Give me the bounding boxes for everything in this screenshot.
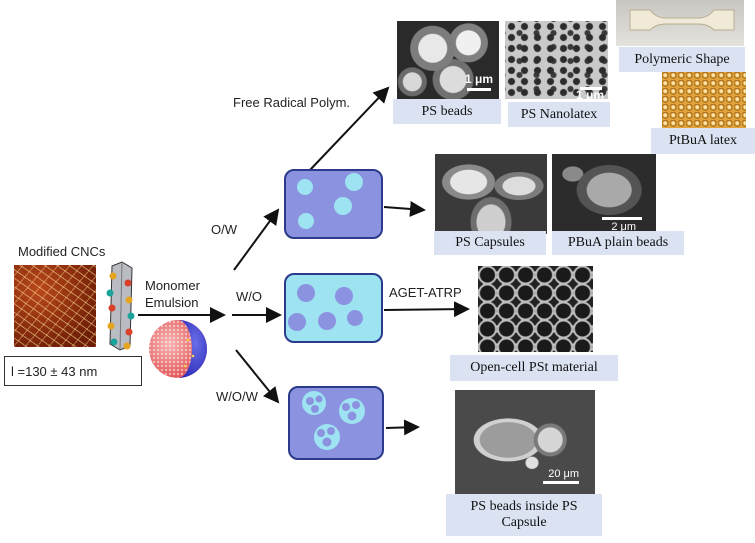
arrow-ow-result <box>383 200 426 217</box>
arrow-wow-result <box>385 419 420 436</box>
ps-nanolatex-caption: PS Nanolatex <box>508 102 610 127</box>
ow-label: O/W <box>211 222 237 237</box>
arrow-to-ow <box>233 208 280 271</box>
emulsion-droplet-illustration <box>149 320 207 378</box>
wo-label: W/O <box>236 289 262 304</box>
arrow-wo-result <box>383 301 470 318</box>
ps-capsules-caption: PS Capsules <box>434 231 546 255</box>
ptbua-latex-image <box>662 72 746 128</box>
length-label: l =130 ± 43 nm <box>11 363 98 379</box>
polymeric-shape-caption: Polymeric Shape <box>619 47 745 72</box>
ps-nanolatex-image: 1 μm <box>505 21 608 99</box>
modified-cncs-label: Modified CNCs <box>18 244 106 259</box>
monomer-label: Monomer <box>145 278 200 293</box>
ptbua-latex-caption: PtBuA latex <box>651 128 755 154</box>
ps-inside-capsule-image: 20 μm <box>455 390 595 494</box>
wo-emulsion-box <box>284 273 383 343</box>
free-radical-label: Free Radical Polym. <box>233 95 351 110</box>
ps-inside-scale: 20 μm <box>548 468 579 480</box>
length-box: l =130 ± 43 nm <box>4 356 142 386</box>
polymeric-shape-image <box>616 0 744 46</box>
arrow-to-wow <box>235 349 280 404</box>
pbua-beads-caption: PBuA plain beads <box>552 231 684 255</box>
open-cell-image <box>478 266 593 352</box>
ps-inside-caption-line1: PS beads inside PS <box>470 499 578 514</box>
ps-inside-caption-line2: Capsule <box>501 515 547 530</box>
aget-atrp-label: AGET-ATRP <box>389 285 462 300</box>
cnc-rod-illustration <box>106 261 135 351</box>
afm-image <box>14 265 96 347</box>
ps-capsules-image <box>435 154 547 234</box>
ow-emulsion-box <box>284 169 383 239</box>
pbua-beads-scale: 2 μm <box>611 221 636 233</box>
pbua-beads-image: 2 μm <box>552 154 656 234</box>
ps-beads-scale: 1 μm <box>464 72 493 86</box>
arrow-to-free-radical <box>309 86 390 171</box>
open-cell-caption: Open-cell PSt material <box>450 355 618 381</box>
emulsion-label: Emulsion <box>145 295 199 310</box>
ps-nanolatex-scale: 1 μm <box>575 88 604 99</box>
ps-beads-caption: PS beads <box>393 99 501 124</box>
ps-inside-caption: PS beads inside PS Capsule <box>446 494 602 536</box>
wow-label: W/O/W <box>216 389 258 404</box>
wow-emulsion-box <box>288 386 384 460</box>
ps-beads-image: 1 μm <box>397 21 499 99</box>
